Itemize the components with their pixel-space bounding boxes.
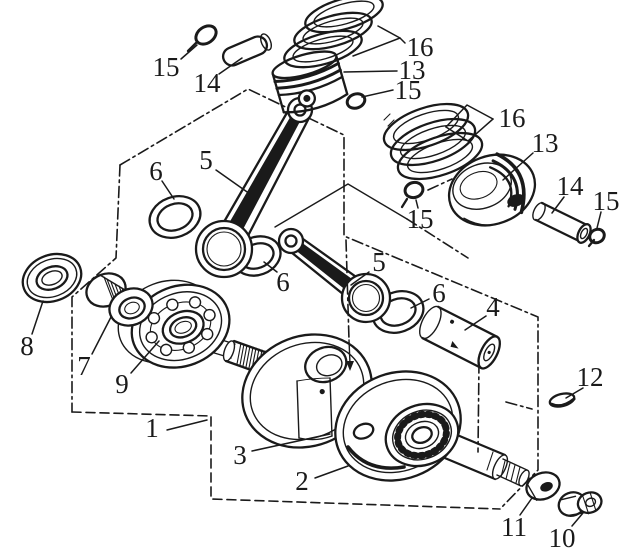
woodruff-key (548, 392, 576, 408)
callout-leader-5-a (215, 169, 251, 195)
callout-leader-13-b (502, 152, 534, 181)
piston-left (271, 50, 349, 114)
piston-rings-left (283, 0, 384, 69)
circlip-top-left (186, 24, 218, 53)
callout-4: 4 (486, 292, 500, 322)
callout-leader-5-b (350, 271, 370, 286)
callout-leader-12 (565, 387, 584, 399)
callout-leader-14-a (218, 57, 243, 75)
callout-6-c: 6 (432, 278, 446, 308)
callout-leader-2 (314, 465, 349, 479)
callout-15-d: 15 (407, 204, 434, 234)
piston-pin-left (221, 33, 273, 67)
callout-10: 10 (549, 523, 576, 553)
callout-leader-14-b (551, 196, 565, 214)
thrust-washer-left (148, 195, 202, 239)
crank-pin (418, 305, 501, 370)
callout-leader-8 (31, 300, 44, 335)
crank-bearing-boss (384, 402, 460, 468)
callout-16-b: 16 (499, 103, 526, 133)
callout-leader-9 (130, 340, 160, 374)
oil-seal (21, 252, 83, 304)
callout-11: 11 (501, 512, 527, 542)
callout-leader-16-b (445, 118, 494, 142)
callout-leader-16-a (377, 25, 406, 44)
callout-15-b: 15 (395, 75, 422, 105)
callout-13-b: 13 (532, 128, 559, 158)
callout-13-a: 13 (399, 55, 426, 85)
piston-rings-right (382, 102, 484, 181)
callout-15-c: 15 (593, 186, 620, 216)
callout-leader-1 (166, 419, 208, 431)
crankshaft-nut (557, 491, 603, 518)
callout-5-b: 5 (372, 247, 386, 277)
splined-collar (85, 272, 154, 327)
callout-leader-15-d (415, 199, 419, 209)
callout-9: 9 (115, 369, 129, 399)
ball-bearing (117, 279, 231, 369)
lock-washer (525, 471, 561, 501)
callout-15-a: 15 (153, 52, 180, 82)
callout-7: 7 (77, 351, 91, 381)
callout-leader-13-a (343, 70, 398, 73)
callout-leader-6-a (161, 180, 175, 200)
callout-leader-7 (91, 316, 112, 355)
callout-leader-6-c (410, 298, 430, 309)
callout-leader-10 (571, 512, 584, 527)
callout-3: 3 (233, 440, 247, 470)
centerlines (274, 178, 533, 453)
circlip-right-piston (400, 180, 425, 209)
callout-14-a: 14 (194, 68, 222, 98)
piston-right (447, 152, 537, 227)
callout-leader-3 (251, 433, 331, 452)
callout-6-b: 6 (276, 267, 290, 297)
callout-leader-15-a (180, 44, 198, 60)
callout-leader-4 (464, 315, 487, 331)
circlip-right-pin (587, 227, 606, 248)
callout-5-a: 5 (199, 145, 213, 175)
callout-14-b: 14 (557, 171, 585, 201)
circlip-left-piston (345, 92, 367, 110)
callout-leader-16-b (445, 104, 494, 128)
callout-leader-15-b (361, 89, 394, 98)
crankshaft (208, 333, 530, 487)
callout-2: 2 (295, 466, 309, 496)
callout-leader-6-b (263, 261, 278, 273)
callout-8: 8 (20, 331, 34, 361)
callout-1: 1 (145, 413, 159, 443)
callout-6-a: 6 (149, 156, 163, 186)
callout-16-a: 16 (407, 32, 434, 62)
crank-web-slot (346, 445, 406, 470)
callout-leader-16-a (352, 37, 401, 57)
callout-leader-15-c (596, 211, 602, 229)
callout-12: 12 (577, 362, 604, 392)
piston-pin-right (532, 201, 592, 244)
crank-journal (296, 377, 333, 441)
callout-leader-11 (519, 497, 533, 516)
